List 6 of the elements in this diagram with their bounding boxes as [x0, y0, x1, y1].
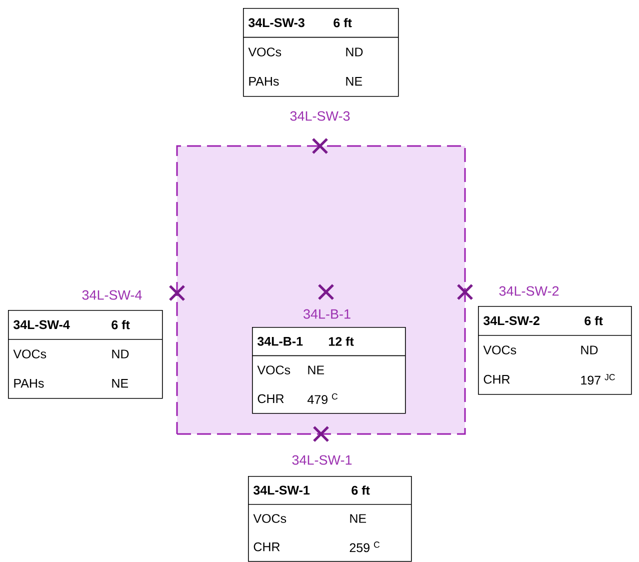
sample-table: 34L-SW-2 6 ft VOCs ND CHR 197 $^{JC}$: [478, 306, 632, 395]
sample-table: 34L-SW-4 6 ft VOCs ND PAHs NE: [8, 310, 163, 399]
sample-table: 34L-SW-1 6 ft VOCs NE CHR 259 $^{C}$: [248, 476, 412, 562]
sample-table: 34L-SW-3 6 ft VOCs ND PAHs NE: [242, 8, 399, 97]
sample-label: 34L-SW-3: [290, 111, 350, 121]
sample-table: 34L-B-1 12 ft VOCs NE CHR 479 $^{C}$: [252, 327, 406, 414]
